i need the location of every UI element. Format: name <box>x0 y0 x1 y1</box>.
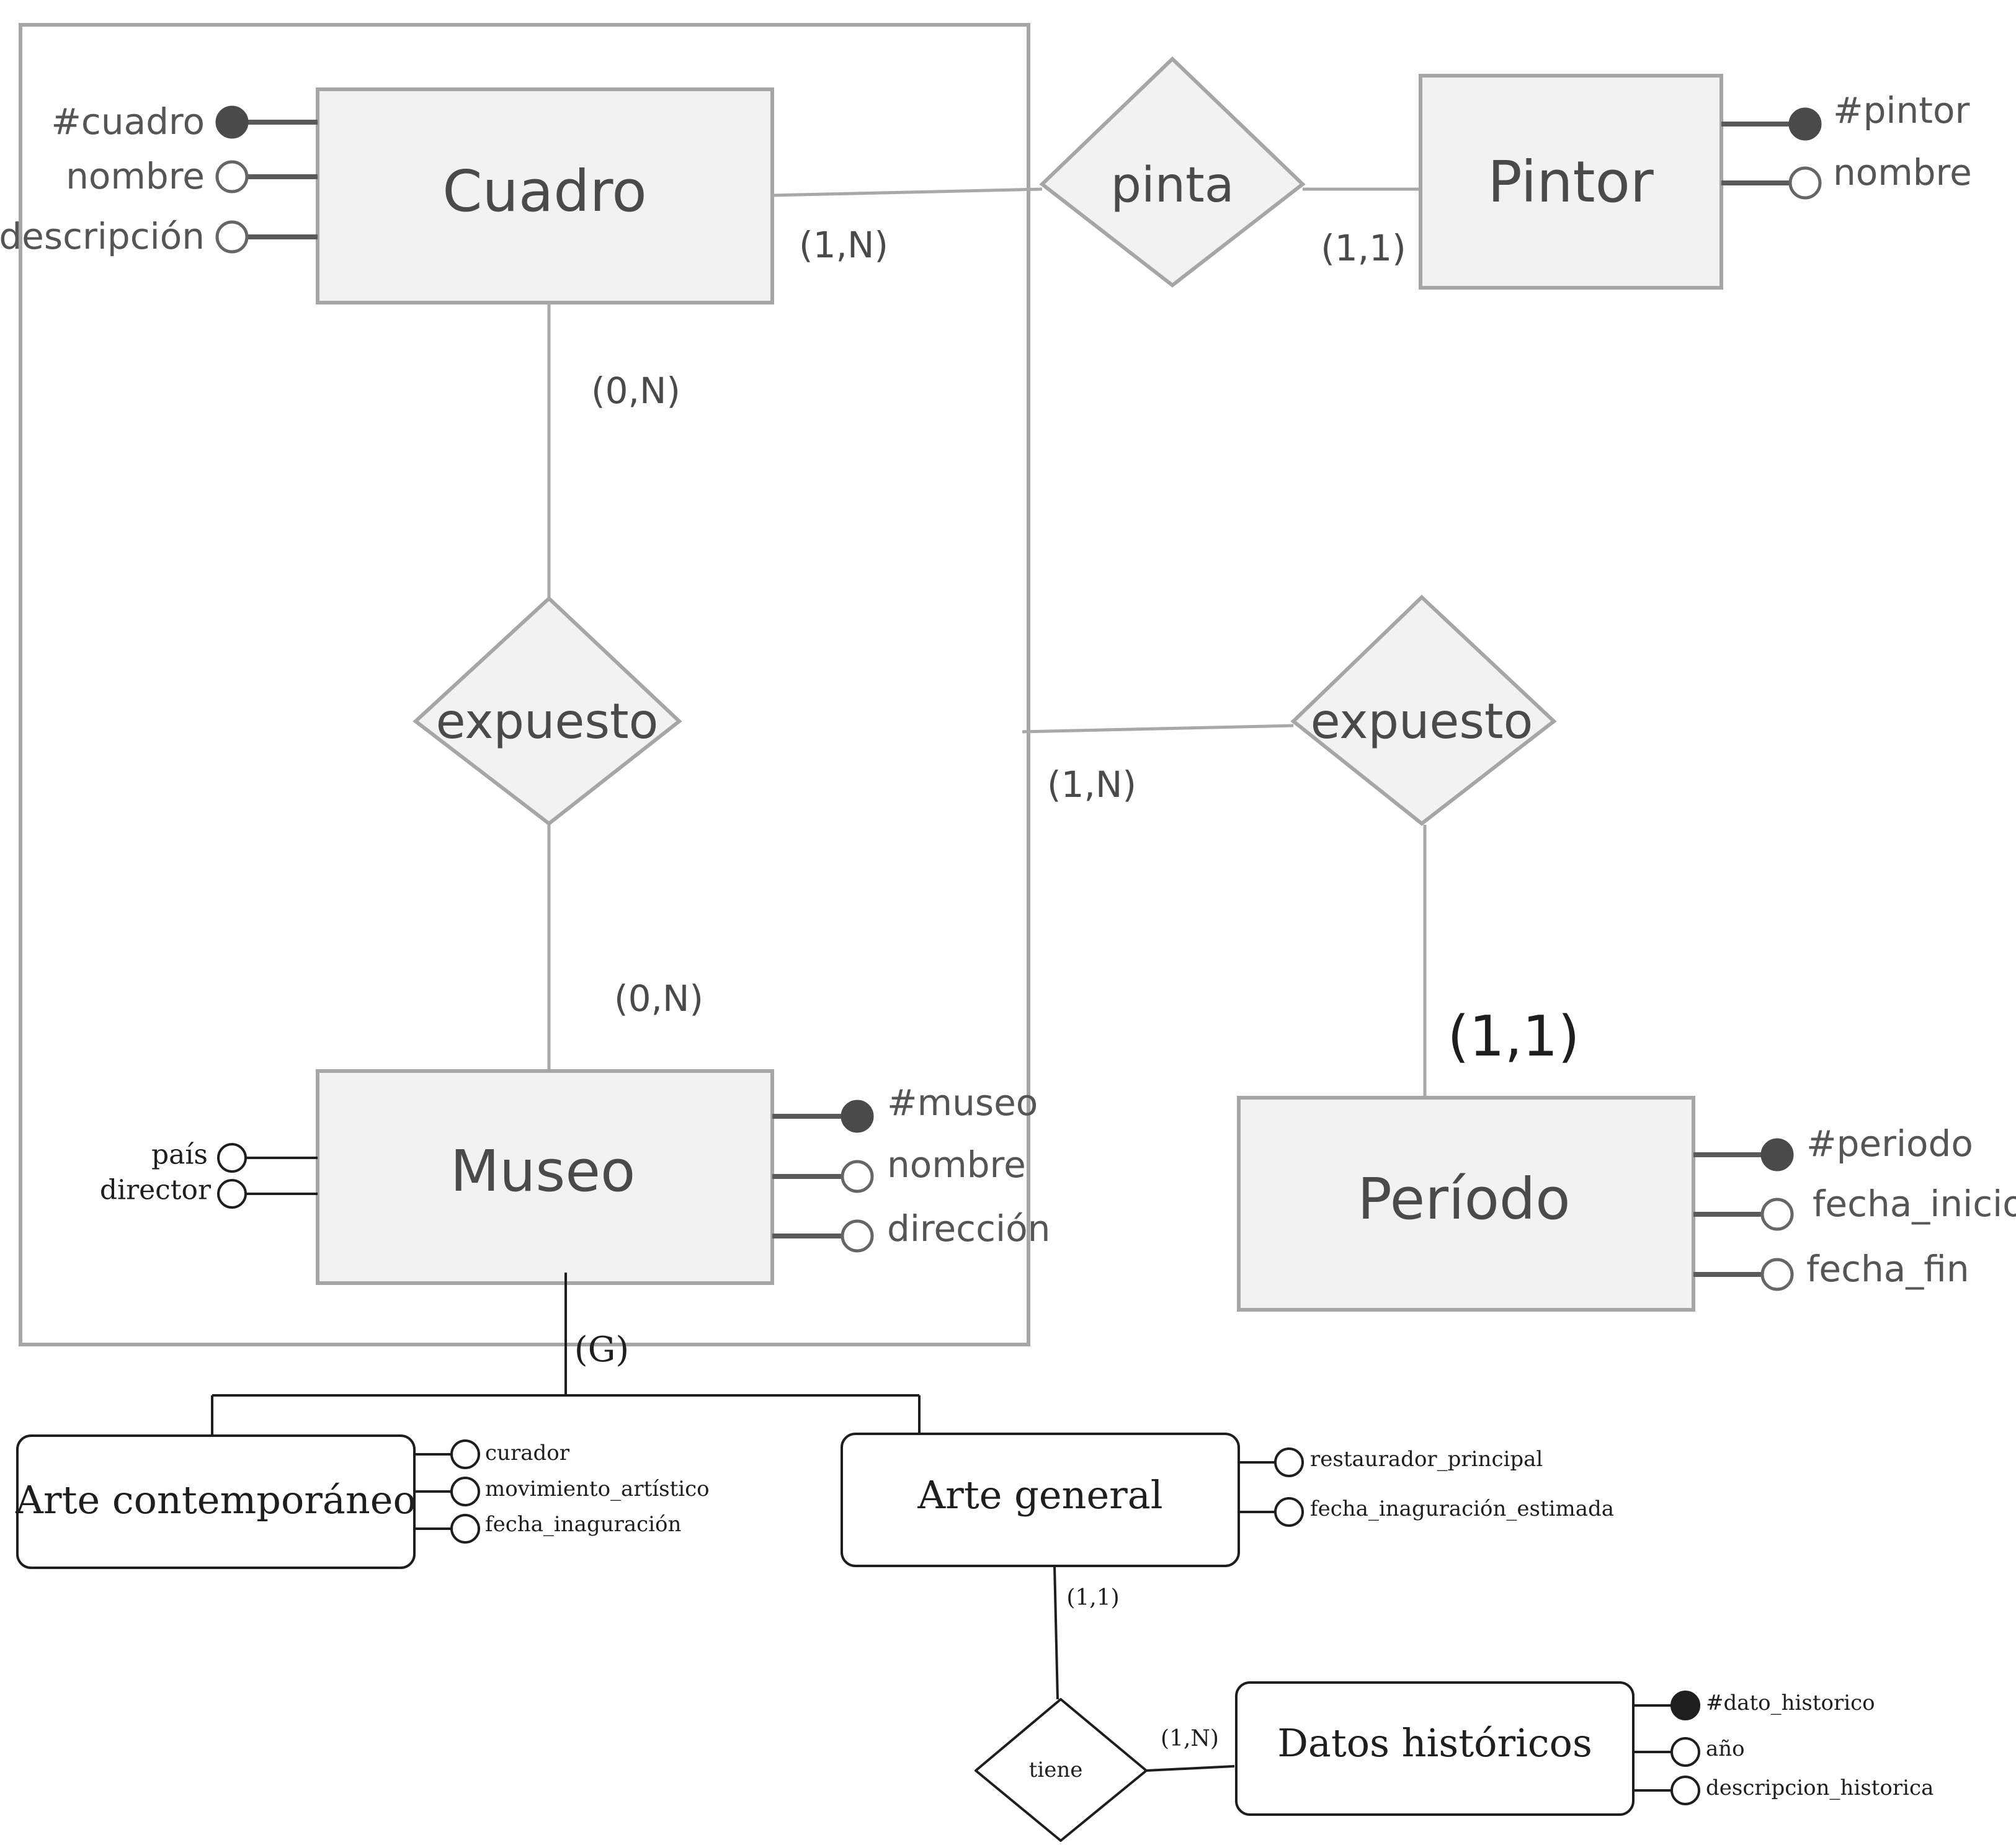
attr-cuadro-key: #cuadro <box>51 100 205 143</box>
entity-museo[interactable]: Museo <box>316 1069 774 1285</box>
card-cuadro-expuesto: (0,N) <box>591 370 680 412</box>
entity-arte-contemporaneo-label: Arte contemporáneo <box>15 1477 416 1523</box>
line-arte-general-tiene <box>1053 1565 1059 1700</box>
key-attribute-dot <box>1670 1691 1700 1720</box>
relationship-tiene[interactable]: tiene <box>975 1698 1148 1842</box>
attr-museo-key: #museo <box>887 1082 1038 1124</box>
periodo-attributes: #periodo fecha_inicio fecha_fin <box>1693 1123 2016 1291</box>
line-aggregation-expuesto <box>1022 724 1294 734</box>
key-attribute-dot <box>841 1100 874 1133</box>
aggregation-frame <box>19 23 1030 1346</box>
relationship-expuesto-outer[interactable]: expuesto <box>1290 594 1557 826</box>
attr-cuadro-descripcion: descripción <box>0 215 205 257</box>
datos-historicos-attributes: #dato_historico año descripcion_historic… <box>1633 1691 1933 1805</box>
attr-anio: año <box>1706 1736 1745 1761</box>
entity-museo-label: Museo <box>450 1138 636 1204</box>
arte-general-attributes: restaurador_principal fecha_inaguración_… <box>1239 1447 1614 1527</box>
entity-arte-contemporaneo[interactable]: Arte contemporáneo <box>15 1434 416 1569</box>
entity-periodo-label: Período <box>1357 1166 1570 1232</box>
attr-museo-nombre: nombre <box>887 1144 1026 1186</box>
entity-arte-general[interactable]: Arte general <box>841 1433 1240 1567</box>
card-tiene-datos: (1,N) <box>1161 1726 1219 1751</box>
entity-datos-historicos-label: Datos históricos <box>1277 1720 1592 1766</box>
relationship-pinta-label: pinta <box>1111 158 1234 213</box>
attr-cuadro-nombre: nombre <box>66 155 205 197</box>
attribute-dot <box>1274 1447 1304 1477</box>
entity-cuadro[interactable]: Cuadro <box>316 87 774 305</box>
key-attribute-dot <box>1788 107 1822 141</box>
attr-periodo-fecha-fin: fecha_fin <box>1806 1248 1969 1290</box>
attribute-dot <box>1760 1258 1794 1291</box>
entity-cuadro-label: Cuadro <box>442 158 646 225</box>
museo-attributes-right: #museo nombre dirección <box>772 1082 1050 1253</box>
attr-fecha-inaguracion-estimada: fecha_inaguración_estimada <box>1310 1496 1614 1521</box>
entity-arte-general-label: Arte general <box>917 1472 1162 1518</box>
generalization-label: (G) <box>574 1330 629 1370</box>
attr-descripcion-historica: descripcion_historica <box>1706 1776 1933 1800</box>
attr-periodo-key: #periodo <box>1806 1123 1973 1165</box>
attr-periodo-fecha-inicio: fecha_inicio <box>1813 1183 2016 1225</box>
attribute-dot <box>450 1477 480 1506</box>
attribute-dot <box>1274 1497 1304 1527</box>
card-aggregation-expuesto: (1,N) <box>1047 763 1136 806</box>
card-arte-general-tiene: (1,1) <box>1066 1585 1119 1611</box>
attribute-dot <box>1788 166 1822 200</box>
attribute-dot <box>217 1143 247 1173</box>
attribute-dot <box>450 1439 480 1469</box>
relationship-tiene-label: tiene <box>1029 1758 1083 1782</box>
entity-pintor-label: Pintor <box>1487 149 1654 215</box>
card-expuesto-museo: (0,N) <box>614 977 703 1020</box>
attribute-dot <box>217 1179 247 1209</box>
key-attribute-dot <box>1760 1138 1794 1171</box>
relationship-expuesto-outer-label: expuesto <box>1311 694 1533 750</box>
attr-pintor-key: #pintor <box>1833 89 1970 131</box>
key-attribute-dot <box>215 105 249 139</box>
card-expuesto-periodo: (1,1) <box>1447 1004 1579 1069</box>
attribute-dot <box>215 160 249 193</box>
attr-restaurador-principal: restaurador_principal <box>1310 1447 1543 1472</box>
attr-movimiento-artistico: movimiento_artístico <box>485 1477 710 1501</box>
attribute-dot <box>841 1219 874 1253</box>
relationship-expuesto-inner-label: expuesto <box>436 694 659 750</box>
line-tiene-datos <box>1146 1765 1235 1772</box>
attr-fecha-inaguracion: fecha_inaguración <box>485 1512 681 1537</box>
attribute-dot <box>1670 1776 1700 1805</box>
museo-attributes-left: país director <box>100 1139 318 1209</box>
attribute-dot <box>841 1160 874 1193</box>
line-cuadro-pinta <box>772 187 1043 197</box>
card-pinta-pintor: (1,1) <box>1321 227 1406 269</box>
attribute-dot <box>1760 1198 1794 1231</box>
entity-periodo[interactable]: Período <box>1237 1096 1695 1312</box>
attribute-dot <box>1670 1737 1700 1767</box>
cuadro-attributes: #cuadro nombre descripción <box>0 100 318 257</box>
attr-curador: curador <box>485 1441 570 1465</box>
attr-pintor-nombre: nombre <box>1833 151 1972 193</box>
arte-contemporaneo-attributes: curador movimiento_artístico fecha_inagu… <box>414 1439 710 1544</box>
attr-museo-direccion: dirección <box>887 1207 1050 1250</box>
attribute-dot <box>450 1514 480 1544</box>
relationship-expuesto-inner[interactable]: expuesto <box>413 595 682 826</box>
entity-pintor[interactable]: Pintor <box>1419 74 1723 290</box>
attr-museo-pais: país <box>151 1139 208 1171</box>
generalization-lines <box>211 1273 921 1436</box>
attr-dato-historico-key: #dato_historico <box>1706 1691 1875 1715</box>
card-cuadro-pinta: (1,N) <box>799 224 888 266</box>
entity-datos-historicos[interactable]: Datos históricos <box>1235 1681 1635 1816</box>
attribute-dot <box>215 220 249 254</box>
pintor-attributes: #pintor nombre <box>1721 89 1972 200</box>
relationship-pinta[interactable]: pinta <box>1039 56 1306 288</box>
attr-museo-director: director <box>100 1175 212 1206</box>
